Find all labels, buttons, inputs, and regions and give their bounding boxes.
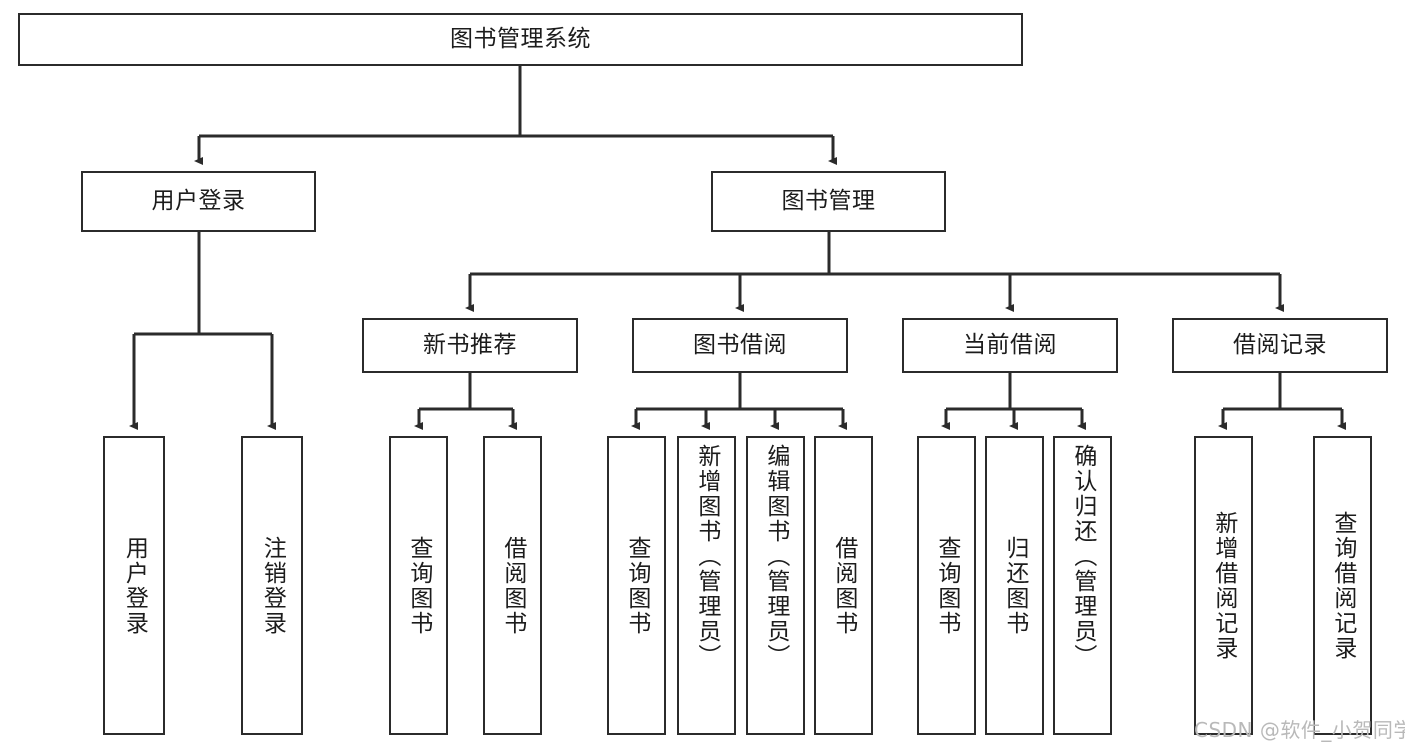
node-leaf-logout-label: 注销登录 — [259, 535, 286, 636]
node-leaf-edit-book-label: 编辑图书（管理员） — [762, 444, 789, 669]
node-root[interactable]: 图书管理系统 — [18, 13, 1023, 66]
node-current-borrow[interactable]: 当前借阅 — [902, 318, 1118, 373]
node-leaf-confirm-return-label: 确认归还（管理员） — [1069, 444, 1096, 669]
node-leaf-query-book-2[interactable]: 查询图书 — [607, 436, 666, 735]
node-current-borrow-label: 当前借阅 — [963, 332, 1057, 359]
node-leaf-logout[interactable]: 注销登录 — [241, 436, 303, 735]
node-leaf-query-book-3[interactable]: 查询图书 — [917, 436, 976, 735]
node-book-borrow-label: 图书借阅 — [693, 332, 787, 359]
node-leaf-borrow-book-1[interactable]: 借阅图书 — [483, 436, 542, 735]
node-leaf-return-book[interactable]: 归还图书 — [985, 436, 1044, 735]
node-leaf-query-record-label: 查询借阅记录 — [1329, 510, 1356, 661]
node-leaf-return-book-label: 归还图书 — [1001, 535, 1028, 636]
node-leaf-borrow-book-2[interactable]: 借阅图书 — [814, 436, 873, 735]
node-borrow-record[interactable]: 借阅记录 — [1172, 318, 1388, 373]
node-borrow-record-label: 借阅记录 — [1233, 332, 1327, 359]
node-book-manage[interactable]: 图书管理 — [711, 171, 946, 232]
node-book-borrow[interactable]: 图书借阅 — [632, 318, 848, 373]
node-leaf-query-book-3-label: 查询图书 — [933, 535, 960, 636]
node-leaf-add-book-label: 新增图书（管理员） — [693, 444, 720, 669]
node-leaf-user-login-label: 用户登录 — [121, 535, 148, 636]
node-leaf-query-record[interactable]: 查询借阅记录 — [1313, 436, 1372, 735]
node-leaf-borrow-book-1-label: 借阅图书 — [499, 535, 526, 636]
node-leaf-query-book-1[interactable]: 查询图书 — [389, 436, 448, 735]
node-root-label: 图书管理系统 — [450, 26, 591, 53]
node-leaf-add-record[interactable]: 新增借阅记录 — [1194, 436, 1253, 735]
node-new-book-rec-label: 新书推荐 — [423, 332, 517, 359]
node-new-book-rec[interactable]: 新书推荐 — [362, 318, 578, 373]
node-leaf-borrow-book-2-label: 借阅图书 — [830, 535, 857, 636]
node-leaf-user-login[interactable]: 用户登录 — [103, 436, 165, 735]
node-book-manage-label: 图书管理 — [781, 188, 876, 215]
node-leaf-add-record-label: 新增借阅记录 — [1210, 510, 1237, 661]
node-leaf-add-book[interactable]: 新增图书（管理员） — [677, 436, 736, 735]
node-user-login[interactable]: 用户登录 — [81, 171, 316, 232]
node-user-login-label: 用户登录 — [151, 188, 246, 215]
watermark-text: CSDN @软件_小贺同学 — [1194, 718, 1405, 742]
node-leaf-query-book-1-label: 查询图书 — [405, 535, 432, 636]
node-leaf-query-book-2-label: 查询图书 — [623, 535, 650, 636]
node-leaf-confirm-return[interactable]: 确认归还（管理员） — [1053, 436, 1112, 735]
node-leaf-edit-book[interactable]: 编辑图书（管理员） — [746, 436, 805, 735]
